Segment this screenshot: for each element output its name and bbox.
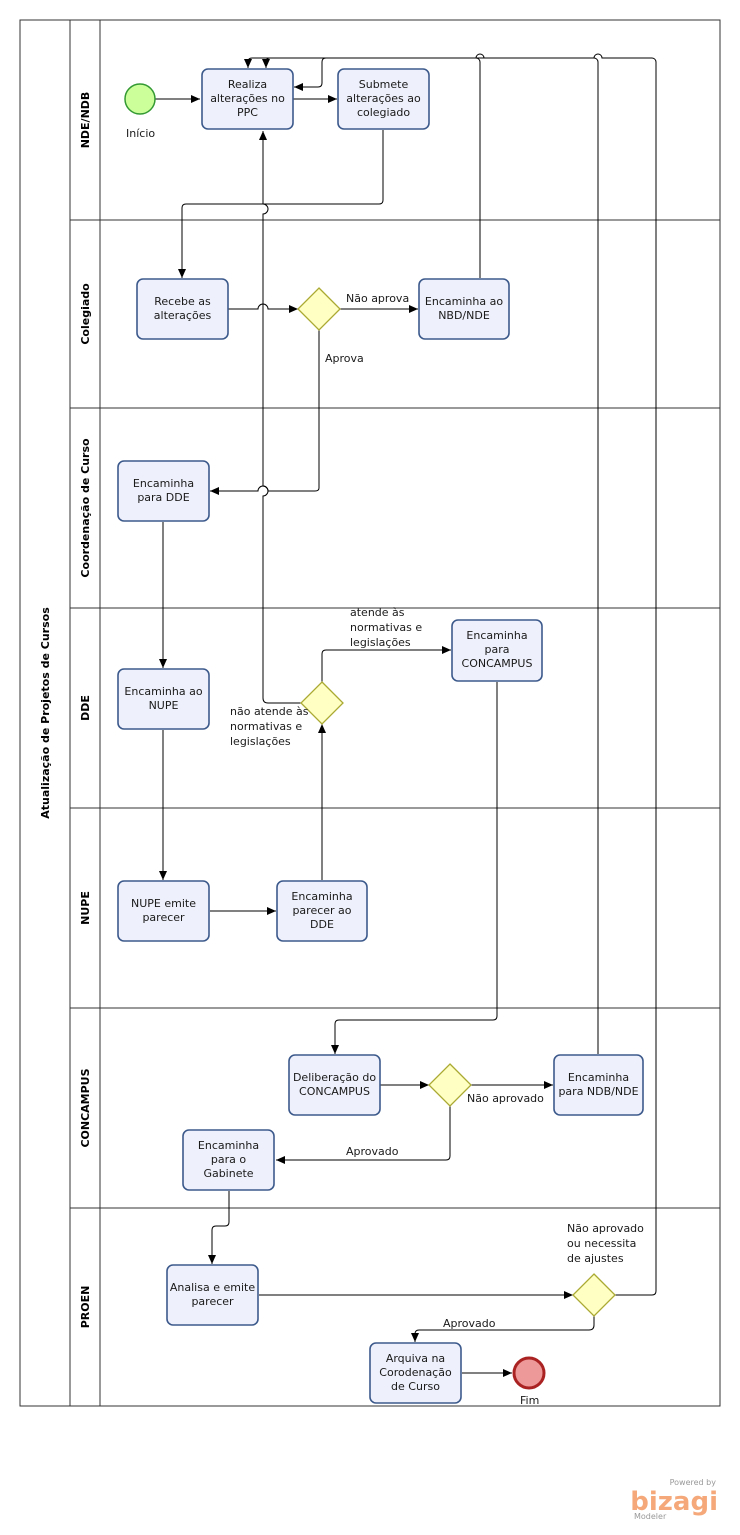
svg-text:alterações no: alterações no — [210, 92, 285, 105]
lane-nde-ndb: NDE/NDB — [79, 92, 92, 149]
label-proen-nao-aprovado-3: de ajustes — [567, 1252, 624, 1265]
label-proen-aprovado: Aprovado — [443, 1317, 496, 1330]
flow-gabinete-analisa — [208, 1191, 230, 1264]
lane-coordenacao: Coordenação de Curso — [79, 438, 92, 578]
task-enc-nupe[interactable]: Encaminha ao NUPE — [117, 668, 210, 730]
end-event-label: Fim — [520, 1394, 539, 1407]
bizagi-watermark: Powered by bizagi Modeler — [630, 1478, 718, 1521]
svg-text:PPC: PPC — [237, 106, 258, 119]
svg-text:Encaminha: Encaminha — [568, 1071, 629, 1084]
svg-text:Corodenação: Corodenação — [379, 1366, 452, 1379]
flow-ndb-realiza — [244, 53, 599, 1054]
svg-text:Recebe as: Recebe as — [154, 295, 211, 308]
end-event — [512, 1356, 546, 1390]
task-nupe-emite[interactable]: NUPE emite parecer — [117, 880, 210, 942]
task-enc-parecer[interactable]: Encaminha parecer ao DDE — [276, 880, 368, 942]
powered-by-text: Powered by — [670, 1478, 717, 1487]
events: Início Fim — [124, 83, 546, 1407]
lane-proen: PROEN — [79, 1286, 92, 1329]
label-nao-atende-1: não atende às — [230, 705, 309, 718]
gateways — [297, 287, 616, 1317]
label-nao-aprovado: Não aprovado — [467, 1092, 544, 1105]
label-nao-aprova: Não aprova — [346, 292, 409, 305]
flow-nao-atende — [259, 131, 302, 704]
svg-text:parecer: parecer — [191, 1295, 234, 1308]
label-nao-atende-3: legislações — [230, 735, 291, 748]
lane-colegiado: Colegiado — [79, 283, 92, 345]
svg-text:alterações ao: alterações ao — [346, 92, 421, 105]
svg-text:Analisa e emite: Analisa e emite — [170, 1281, 255, 1294]
label-aprova: Aprova — [325, 352, 364, 365]
task-enc-nbd[interactable]: Encaminha ao NBD/NDE — [418, 278, 510, 340]
svg-text:NUPE emite: NUPE emite — [131, 897, 196, 910]
task-enc-gabinete[interactable]: Encaminha para o Gabinete — [182, 1129, 275, 1191]
task-enc-dde[interactable]: Encaminha para DDE — [117, 460, 210, 522]
svg-text:Deliberação do: Deliberação do — [293, 1071, 376, 1084]
gateway-concampus[interactable] — [428, 1063, 472, 1107]
svg-text:de Curso: de Curso — [391, 1380, 440, 1393]
label-atende-3: legislações — [350, 636, 411, 649]
gateway-dde[interactable] — [300, 681, 344, 725]
svg-text:NBD/NDE: NBD/NDE — [438, 309, 490, 322]
svg-text:parecer ao: parecer ao — [292, 904, 351, 917]
svg-text:para o: para o — [211, 1153, 246, 1166]
svg-text:para DDE: para DDE — [137, 491, 189, 504]
sequence-flows — [155, 53, 657, 1377]
task-analisa[interactable]: Analisa e emite parecer — [166, 1264, 259, 1326]
task-arquiva[interactable]: Arquiva na Corodenação de Curso — [369, 1342, 462, 1404]
task-enc-concampus[interactable]: Encaminha para CONCAMPUS — [451, 619, 543, 682]
pool-title: Atualização de Projetos de Cursos — [39, 607, 52, 819]
flow-submete-recebe — [178, 130, 384, 278]
svg-text:para NDB/NDE: para NDB/NDE — [558, 1085, 638, 1098]
gateway-colegiado[interactable] — [297, 287, 341, 331]
svg-text:Gabinete: Gabinete — [203, 1167, 253, 1180]
svg-text:Encaminha: Encaminha — [291, 890, 352, 903]
flow-aprovado-gabinete — [276, 1106, 451, 1164]
task-enc-ndb[interactable]: Encaminha para NDB/NDE — [553, 1054, 644, 1116]
label-atende-1: atende às — [350, 606, 405, 619]
svg-text:para: para — [485, 643, 510, 656]
svg-text:CONCAMPUS: CONCAMPUS — [462, 657, 533, 670]
flow-atende — [321, 646, 451, 682]
svg-text:Encaminha ao: Encaminha ao — [124, 685, 202, 698]
gateway-proen[interactable] — [572, 1273, 616, 1317]
svg-text:Encaminha: Encaminha — [466, 629, 527, 642]
svg-text:Arquiva na: Arquiva na — [386, 1352, 445, 1365]
start-event-label: Início — [126, 127, 155, 140]
label-proen-nao-aprovado-2: ou necessita — [567, 1237, 636, 1250]
task-realiza[interactable]: Realiza alterações no PPC — [201, 68, 294, 130]
svg-text:Encaminha ao: Encaminha ao — [425, 295, 503, 308]
svg-text:Encaminha: Encaminha — [198, 1139, 259, 1152]
lane-concampus: CONCAMPUS — [79, 1068, 92, 1147]
flow-concampus-deliberacao — [331, 682, 498, 1054]
task-deliberacao[interactable]: Deliberação do CONCAMPUS — [288, 1054, 381, 1116]
modeler-text: Modeler — [634, 1512, 667, 1521]
label-aprovado-concampus: Aprovado — [346, 1145, 399, 1158]
bizagi-logo: bizagi — [630, 1487, 718, 1517]
flow-proen-aprovado — [411, 1316, 595, 1342]
svg-text:Encaminha: Encaminha — [133, 477, 194, 490]
lane-dde: DDE — [79, 695, 92, 721]
svg-text:Submete: Submete — [359, 78, 409, 91]
label-atende-2: normativas e — [350, 621, 422, 634]
flow-labels: Não aprova Aprova atende às normativas e… — [230, 292, 644, 1330]
svg-text:colegiado: colegiado — [357, 106, 410, 119]
task-recebe[interactable]: Recebe as alterações — [136, 278, 229, 340]
lane-nupe: NUPE — [79, 891, 92, 925]
label-proen-nao-aprovado-1: Não aprovado — [567, 1222, 644, 1235]
task-submete[interactable]: Submete alterações ao colegiado — [337, 68, 430, 130]
svg-text:Realiza: Realiza — [228, 78, 267, 91]
svg-text:DDE: DDE — [310, 918, 334, 931]
start-event — [124, 83, 156, 115]
svg-text:NUPE: NUPE — [149, 699, 179, 712]
flow-proen-nao-aprovado — [262, 53, 657, 1296]
svg-text:parecer: parecer — [142, 911, 185, 924]
svg-text:alterações: alterações — [154, 309, 212, 322]
svg-text:CONCAMPUS: CONCAMPUS — [299, 1085, 370, 1098]
label-nao-atende-2: normativas e — [230, 720, 302, 733]
